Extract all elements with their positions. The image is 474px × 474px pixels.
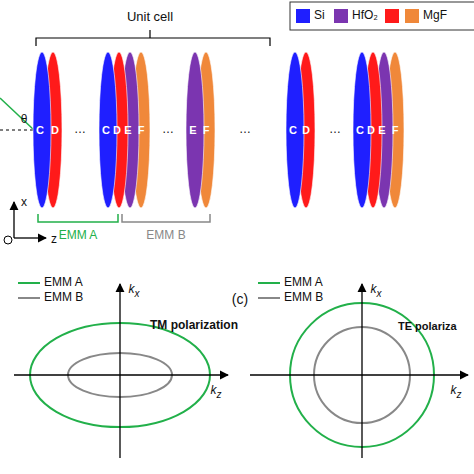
z-axis	[14, 237, 46, 238]
legend-text: Si	[314, 9, 325, 22]
legend-swatch	[296, 9, 310, 23]
label: E	[124, 124, 131, 136]
label: E	[378, 124, 385, 136]
label: C	[356, 124, 364, 136]
label: …	[162, 123, 174, 136]
label: θ	[21, 113, 28, 126]
kz-axis	[250, 374, 468, 375]
label: F	[203, 124, 210, 136]
label: EMM B	[146, 229, 185, 242]
kz-axis	[14, 374, 228, 375]
legend-text: EMM A	[44, 276, 83, 289]
x-axis	[13, 202, 14, 238]
legend-text: EMM A	[284, 276, 323, 289]
emm-b-bracket	[122, 214, 210, 222]
y-axis	[4, 236, 12, 244]
label: x	[21, 196, 27, 209]
label: kz	[451, 384, 462, 399]
emm-a-bracket	[38, 214, 118, 222]
incident-ray	[0, 98, 34, 130]
label: (c)	[232, 292, 248, 307]
label: F	[138, 124, 145, 136]
label: C	[36, 124, 44, 136]
kx-axis	[361, 284, 362, 458]
layer-disk	[186, 52, 204, 208]
label: z	[51, 233, 57, 246]
legend-frame	[290, 2, 474, 30]
label: …	[74, 123, 86, 136]
label: kx	[129, 283, 140, 298]
label: …	[329, 123, 341, 136]
legend-text: HfO₂	[352, 9, 378, 22]
label: TM polarization	[150, 319, 238, 332]
label: D	[51, 124, 59, 136]
label: D	[367, 124, 375, 136]
label: D	[302, 124, 310, 136]
label: TE polariza	[398, 320, 457, 332]
label: kx	[371, 283, 382, 298]
label: C	[289, 124, 297, 136]
legend-line	[18, 297, 40, 299]
legend-text: EMM B	[284, 291, 323, 304]
legend-line	[258, 282, 280, 284]
layer-disk	[286, 52, 304, 208]
label: Unit cell	[127, 10, 173, 24]
label: kz	[211, 384, 222, 399]
label: E	[189, 124, 196, 136]
legend-swatch	[334, 9, 348, 23]
label: …	[239, 123, 251, 136]
legend-swatch	[405, 9, 419, 23]
label: D	[113, 124, 121, 136]
label: C	[102, 124, 110, 136]
layer-disk	[33, 52, 51, 208]
legend-line	[258, 297, 280, 299]
legend-line	[18, 282, 40, 284]
legend-text: MgF	[423, 9, 447, 22]
label: F	[392, 124, 399, 136]
normal-line	[0, 130, 34, 131]
red-swatch	[385, 9, 399, 23]
kx-axis	[119, 284, 120, 458]
unit-cell-bracket	[36, 30, 270, 46]
label: EMM A	[59, 229, 98, 242]
legend-text: EMM B	[44, 291, 83, 304]
